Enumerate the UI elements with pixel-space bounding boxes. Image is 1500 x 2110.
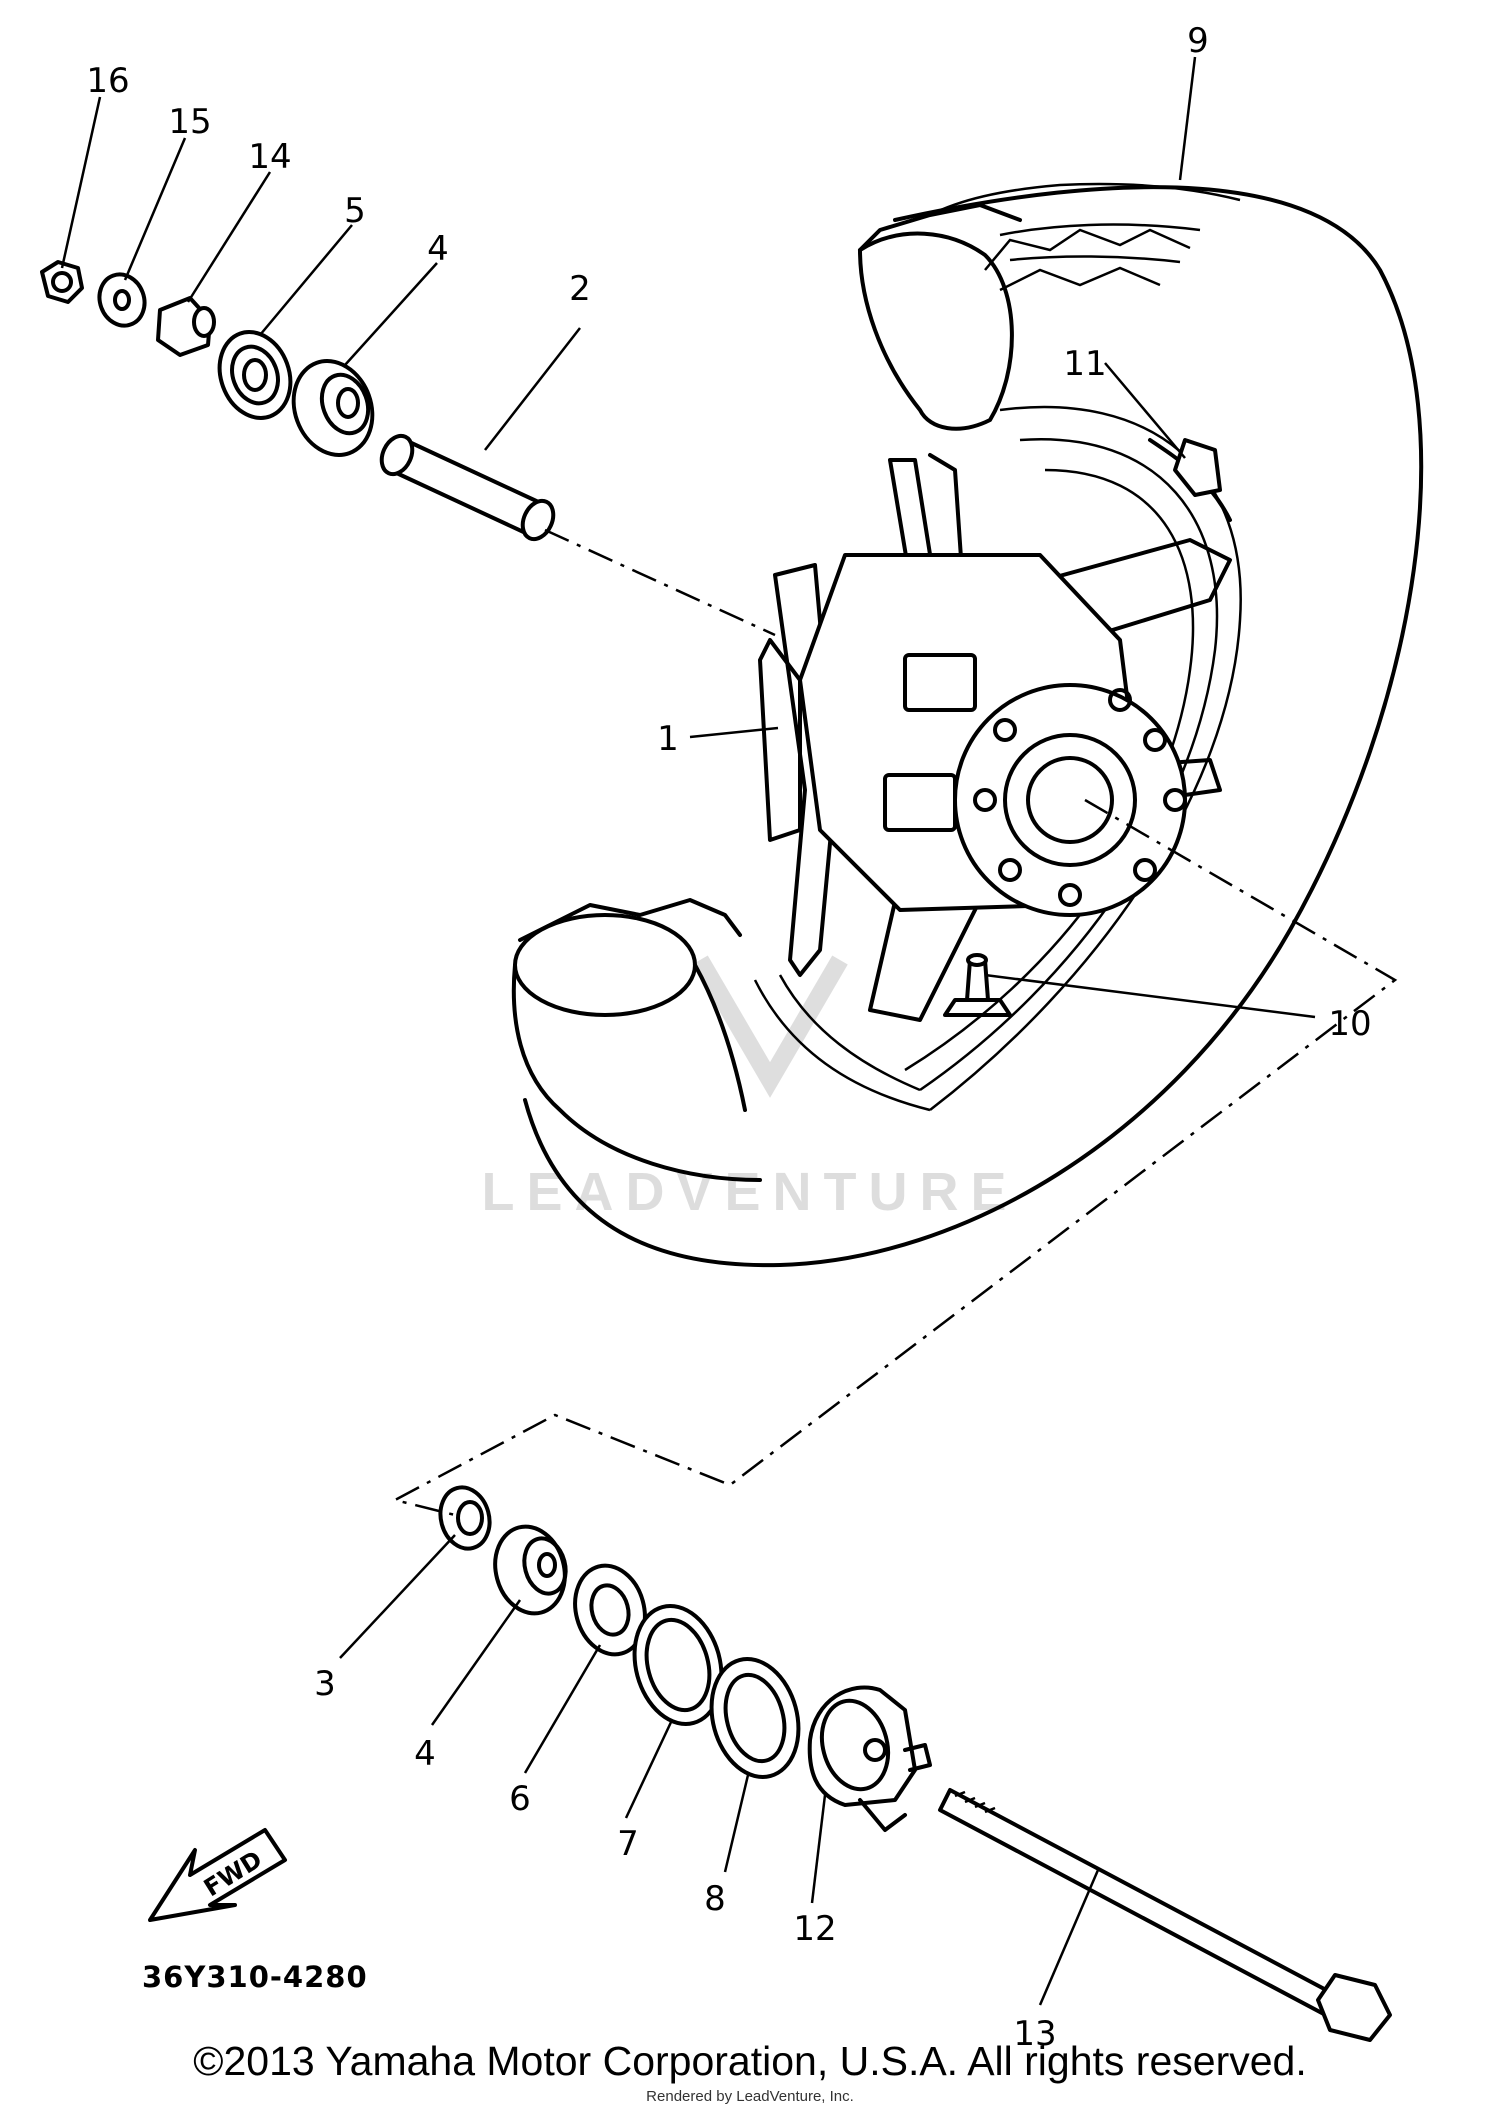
callout-10: 10 xyxy=(1328,1004,1371,1044)
callout-14: 14 xyxy=(248,137,291,177)
gear-6 xyxy=(573,1563,647,1657)
copyright-notice: ©2013 Yamaha Motor Corporation, U.S.A. A… xyxy=(193,2038,1307,2084)
callout-8: 8 xyxy=(704,1879,726,1919)
wheel-hub xyxy=(758,438,1232,1022)
callout-9: 9 xyxy=(1187,21,1209,61)
tire xyxy=(511,182,1424,1268)
callout-6: 6 xyxy=(509,1779,531,1819)
callout-7: 7 xyxy=(617,1824,639,1864)
diagram-part-code: 36Y310-4280 xyxy=(142,1960,368,1994)
callout-5: 5 xyxy=(344,191,366,231)
callout-4-lower: 4 xyxy=(414,1734,436,1774)
collar xyxy=(379,433,556,542)
callout-15: 15 xyxy=(168,102,211,142)
callout-4-upper: 4 xyxy=(427,229,449,269)
collar-14 xyxy=(156,296,216,357)
callout-16: 16 xyxy=(86,61,129,101)
callout-12: 12 xyxy=(793,1909,836,1949)
watermark-text: LEADVENTURE xyxy=(481,1162,1018,1222)
bearing-4-upper xyxy=(291,359,375,457)
bearing-5 xyxy=(217,330,293,420)
leadventure-watermark: LEADVENTURE xyxy=(481,955,1018,1222)
washer-15 xyxy=(97,272,147,328)
nut-16 xyxy=(40,260,84,304)
balance-weight xyxy=(1173,438,1222,497)
assembly-line-axis-hub xyxy=(391,798,1398,1517)
callout-1: 1 xyxy=(657,719,679,759)
callout-3: 3 xyxy=(314,1664,336,1704)
leader-lines xyxy=(60,56,1316,2006)
fwd-direction-arrow: FWD xyxy=(148,1828,287,1922)
callout-11: 11 xyxy=(1063,344,1106,384)
callout-numbers: 1 2 3 4 4 5 6 7 8 9 10 11 12 13 14 15 16 xyxy=(86,21,1371,2054)
meter-gear-unit-12 xyxy=(807,1685,932,1832)
axle xyxy=(938,1788,1392,2042)
bearing-4-lower xyxy=(493,1524,568,1616)
callout-13: 13 xyxy=(1013,2014,1056,2054)
oil-seal-3 xyxy=(438,1485,492,1551)
tire-valve xyxy=(943,953,1012,1017)
rendered-by-credit: Rendered by LeadVenture, Inc. xyxy=(646,2088,854,2105)
clutch-7 xyxy=(632,1604,724,1726)
callout-2: 2 xyxy=(569,269,591,309)
assembly-line-axis-upper xyxy=(544,528,776,637)
oil-seal-8 xyxy=(709,1657,801,1779)
